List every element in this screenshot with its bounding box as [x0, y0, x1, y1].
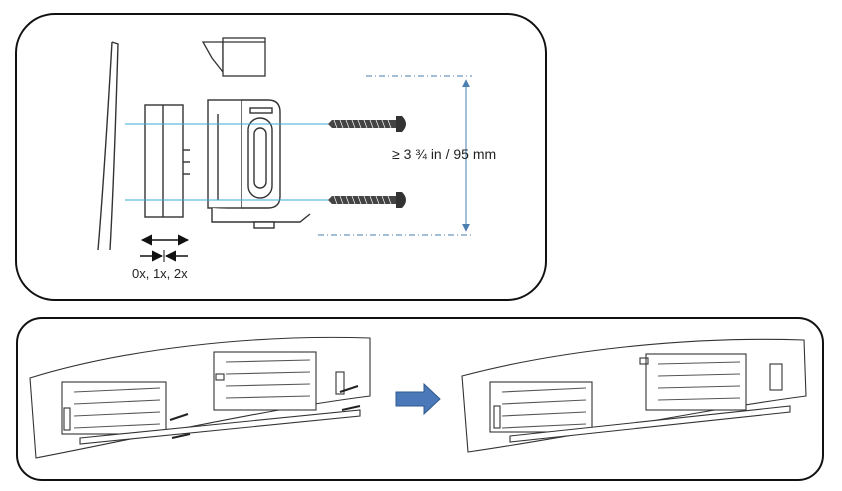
- mounting-clip: [201, 37, 266, 77]
- guide-lines: [125, 123, 330, 201]
- clearance-dimension-label: ≥ 3 ¾ in / 95 mm: [392, 146, 497, 162]
- dimension-indicator: [318, 75, 472, 236]
- top-panel: [15, 13, 547, 301]
- screw-icon: [328, 192, 406, 208]
- wall: [97, 41, 119, 251]
- bracket: [207, 99, 311, 229]
- compress-arrows-icon: [140, 250, 188, 262]
- right-arrow-icon: [395, 382, 441, 416]
- bracket-before-mounting: [29, 336, 371, 459]
- screw-icon: [169, 385, 361, 439]
- spacer-count-label: 0x, 1x, 2x: [132, 266, 188, 281]
- screw-icon: [328, 116, 406, 132]
- bracket-after-mounting: [461, 338, 807, 453]
